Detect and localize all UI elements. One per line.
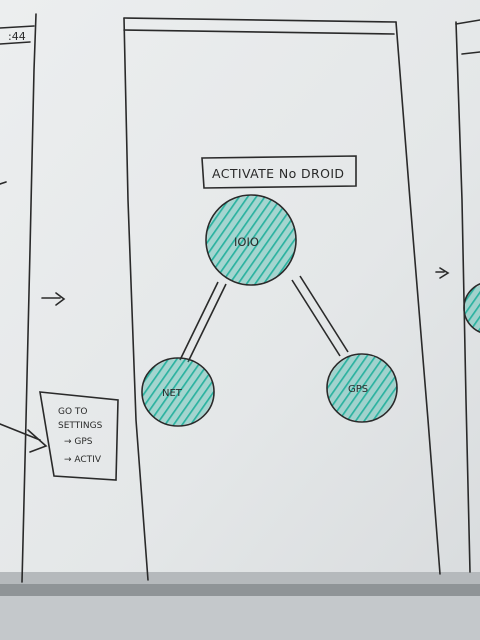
node-gps-label: GPS: [348, 384, 368, 395]
note-line: SETTINGS: [58, 421, 103, 431]
left-panel: [0, 13, 119, 583]
header-box: [201, 155, 357, 189]
right-node-fragment: [463, 283, 480, 333]
header-text: ACTIVATE No DROID: [212, 166, 344, 181]
node-net-label: NET: [162, 388, 183, 399]
note-line: GO TO: [58, 407, 88, 417]
note-line: → ACTIV: [64, 455, 102, 465]
note-line: → GPS: [64, 437, 93, 447]
whiteboard-tray-top: [0, 572, 480, 586]
whiteboard-surface: [0, 0, 480, 585]
wall: [0, 596, 480, 640]
center-panel: [123, 17, 441, 581]
left-panel-label: :44: [8, 30, 26, 43]
right-panel: [435, 19, 480, 573]
node-net: [141, 357, 215, 427]
node-ioio-label: IOIO: [234, 235, 259, 249]
node-ioio: [205, 194, 297, 286]
node-gps: [326, 353, 398, 423]
connectors: [179, 275, 349, 363]
note-card: GO TO SETTINGS → GPS → ACTIV: [58, 407, 103, 465]
whiteboard-tray: [0, 584, 480, 596]
